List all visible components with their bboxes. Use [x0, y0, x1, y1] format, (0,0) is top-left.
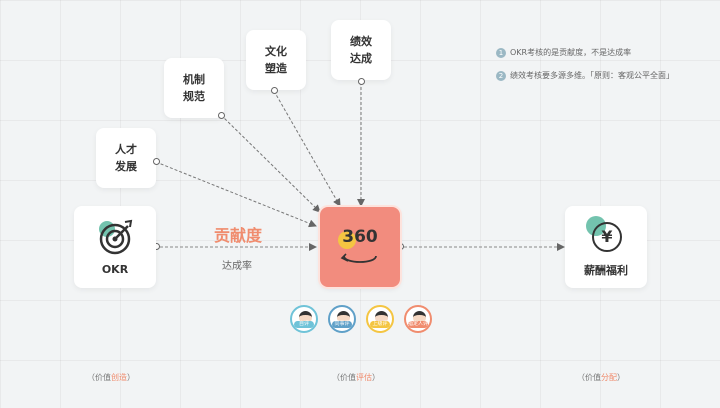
arrow-mechanism	[220, 114, 321, 213]
360-icon: 360	[338, 227, 382, 267]
avatar-head	[299, 311, 312, 324]
salary-card: ¥ 薪酬福利	[565, 206, 647, 288]
footer-value-creation: （价值创造）	[87, 372, 135, 383]
mechanism-connector-dot	[218, 112, 225, 119]
footer-prefix: （价值	[87, 373, 111, 382]
note-1-number: 1	[496, 47, 506, 58]
talent-label-line2: 发展	[115, 160, 137, 173]
avatar-head	[375, 311, 388, 324]
performance-label-line2: 达成	[350, 52, 372, 65]
footer-suffix: ）	[127, 373, 135, 382]
note-2-number: 2	[496, 70, 506, 81]
footer-value-evaluation: （价值评估）	[332, 372, 380, 383]
footer-suffix: ）	[372, 373, 380, 382]
evaluator-label-designated: 指定人评	[408, 321, 429, 328]
note-2-text: 绩效考核要多源多维。「原则：客观公平全面」	[510, 71, 674, 80]
avatar-head	[337, 311, 350, 324]
footer-value-distribution: （价值分配）	[577, 372, 625, 383]
mechanism-label-line2: 规范	[183, 90, 205, 103]
evaluator-avatar-colleague: 同事评	[328, 305, 356, 333]
evaluator-label-superior: 上级评	[370, 321, 390, 328]
evaluator-label-colleague: 同事评	[332, 321, 352, 328]
footer-highlight: 分配	[601, 373, 617, 382]
footer-prefix: （价值	[577, 373, 601, 382]
360-label: 360	[342, 227, 378, 247]
rotate-arrow-icon	[340, 253, 377, 263]
footer-suffix: ）	[617, 373, 625, 382]
footer-prefix: （价值	[332, 373, 356, 382]
footer-highlight: 创造	[111, 373, 127, 382]
evaluator-avatar-self: 自评	[290, 305, 318, 333]
performance-label-line1: 绩效	[350, 35, 372, 48]
avatar-head	[413, 311, 426, 324]
culture-card: 文化 塑造	[246, 30, 306, 90]
talent-card: 人才 发展	[96, 128, 156, 188]
talent-connector-dot	[153, 158, 160, 165]
performance-card: 绩效 达成	[331, 20, 391, 80]
footer-highlight: 评估	[356, 373, 372, 382]
target-icon	[99, 219, 133, 254]
mechanism-card: 机制 规范	[164, 58, 224, 118]
yen-icon: ¥	[586, 215, 626, 256]
culture-label-line2: 塑造	[265, 62, 287, 75]
evaluator-avatar-designated: 指定人评	[404, 305, 432, 333]
arrow-culture	[273, 90, 341, 207]
arrow-talent	[155, 161, 317, 228]
360-accent-circle	[338, 231, 356, 249]
culture-label-line1: 文化	[265, 45, 287, 58]
talent-label-line1: 人才	[115, 143, 137, 156]
note-1: 1 OKR考核的是贡献度，不是达成率	[496, 47, 631, 58]
note-2: 2 绩效考核要多源多维。「原则：客观公平全面」	[496, 70, 674, 81]
evaluator-avatar-superior: 上级评	[366, 305, 394, 333]
center-360-card: 360	[320, 207, 400, 287]
okr-card: OKR	[74, 206, 156, 288]
note-1-text: OKR考核的是贡献度，不是达成率	[510, 48, 632, 57]
contribution-title: 贡献度	[214, 226, 263, 245]
evaluator-label-self: 自评	[294, 321, 314, 328]
contribution-subtitle: 达成率	[222, 261, 252, 272]
yen-symbol: ¥	[592, 221, 622, 252]
culture-connector-dot	[271, 87, 278, 94]
mechanism-label-line1: 机制	[183, 73, 205, 86]
okr-label: OKR	[101, 262, 129, 276]
performance-connector-dot	[358, 78, 365, 85]
salary-label: 薪酬福利	[584, 263, 628, 277]
